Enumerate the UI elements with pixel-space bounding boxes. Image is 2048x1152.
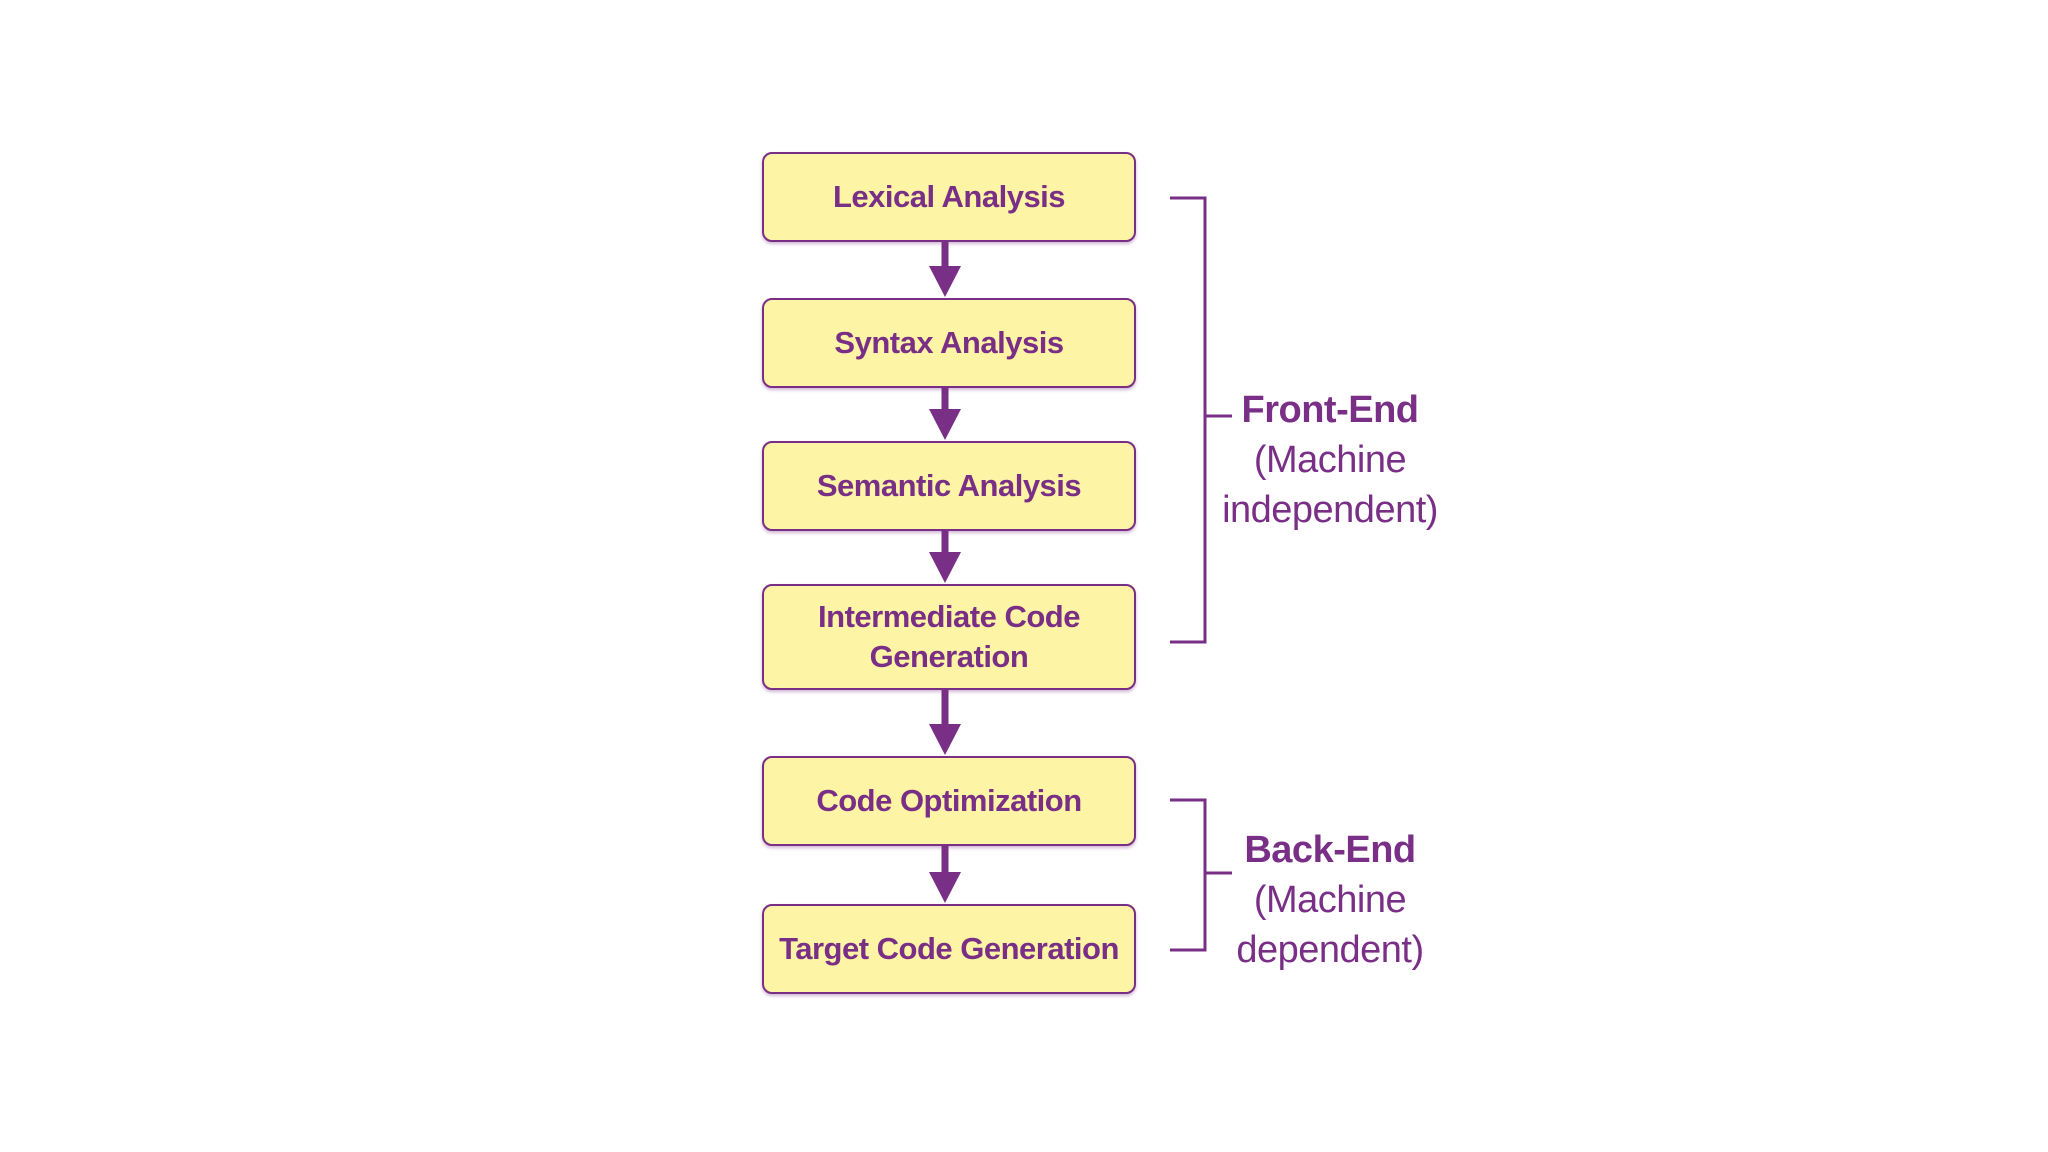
front-end-bracket: [1170, 196, 1232, 644]
phase-label: Lexical Analysis: [832, 178, 1066, 214]
back-end-subtitle: (Machine dependent): [1236, 879, 1424, 971]
front-end-group-label: Front-End (Machine independent): [1200, 385, 1460, 535]
arrow-semantic-to-icg: [929, 531, 961, 583]
phase-box-code-optimization: Code Optimization: [762, 756, 1136, 846]
arrow-icg-to-codeopt: [929, 690, 961, 755]
phase-label: Syntax Analysis: [834, 324, 1064, 360]
phase-box-target-code-generation: Target Code Generation: [762, 904, 1136, 994]
phase-box-intermediate-code-generation: Intermediate Code Generation: [762, 584, 1136, 690]
arrow-lexical-to-syntax: [929, 242, 961, 297]
phase-label: Intermediate Code Generation: [818, 598, 1080, 674]
back-end-title: Back-End: [1244, 829, 1416, 871]
phase-box-syntax-analysis: Syntax Analysis: [762, 298, 1136, 388]
phase-label: Semantic Analysis: [816, 467, 1082, 503]
phase-box-lexical-analysis: Lexical Analysis: [762, 152, 1136, 242]
phase-label: Target Code Generation: [779, 930, 1119, 966]
back-end-bracket: [1170, 798, 1232, 952]
phase-label: Code Optimization: [816, 782, 1082, 818]
back-end-group-label: Back-End (Machine dependent): [1200, 825, 1460, 975]
arrow-codeopt-to-target: [929, 846, 961, 903]
phase-box-semantic-analysis: Semantic Analysis: [762, 441, 1136, 531]
front-end-subtitle: (Machine independent): [1222, 439, 1438, 531]
front-end-title: Front-End: [1241, 389, 1419, 431]
arrow-syntax-to-semantic: [929, 388, 961, 440]
